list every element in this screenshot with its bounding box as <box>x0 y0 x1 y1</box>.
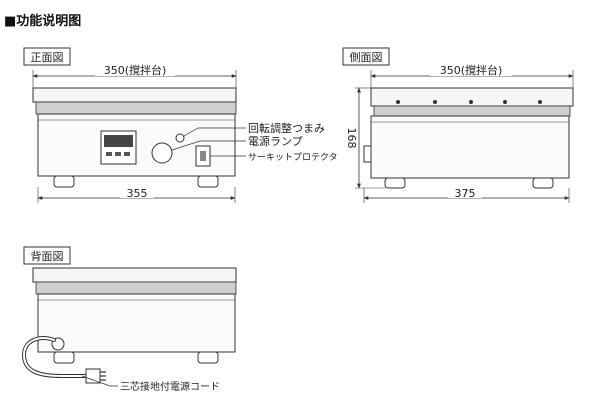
side-top-dim-bg <box>430 64 512 76</box>
side-height-dimension: 168 <box>345 128 358 149</box>
circuit-protector-switch <box>200 151 206 161</box>
callout-power-lamp: 電源ランプ <box>248 134 303 148</box>
front-panel-key-2 <box>115 152 121 156</box>
front-digital-display <box>104 135 133 147</box>
front-view: 正面図 350(撹拌台) 回転調整つまみ 電源ランプ サーキットプロテク <box>23 47 338 203</box>
side-view: 側面図 350(撹拌台) 168 375 <box>337 47 574 203</box>
side-plate-screw-3 <box>469 100 473 104</box>
back-view-label: 背面図 <box>31 249 64 263</box>
power-lamp <box>175 133 185 143</box>
front-bottom-dimension: 355 <box>127 187 148 200</box>
page-heading: ■功能说明图 <box>4 14 82 29</box>
front-stirring-plate <box>32 87 237 103</box>
side-plate-screw-1 <box>396 100 400 104</box>
side-top-dimension: 350(撹拌台) <box>440 63 503 77</box>
front-foot-right <box>197 175 219 188</box>
speed-control-knob <box>151 142 173 164</box>
side-plate-screw-2 <box>433 100 437 104</box>
side-body <box>370 115 570 179</box>
back-body <box>37 293 236 353</box>
back-stirring-plate <box>32 267 237 283</box>
power-plug <box>85 368 101 384</box>
front-panel-key-1 <box>106 152 112 156</box>
callout-leader-knob <box>183 127 246 137</box>
power-cord-fill <box>22 337 89 377</box>
side-foot-left <box>384 177 406 189</box>
back-foot-right <box>197 351 219 364</box>
back-view-label-box <box>23 246 71 265</box>
callout-circuit-protector: サーキットプロテクタ <box>248 152 338 163</box>
callout-leader-lamp <box>171 140 246 151</box>
front-view-label: 正面図 <box>31 51 64 64</box>
side-view-label-box <box>342 47 390 66</box>
front-panel-key-3 <box>124 152 130 156</box>
back-plate-underside <box>35 281 237 295</box>
callout-leader-cord <box>81 375 118 387</box>
callout-power-cord: 三芯接地付電源コード <box>120 380 220 393</box>
front-foot-left <box>53 175 75 188</box>
side-plate-underside <box>373 105 571 117</box>
front-view-label-box <box>23 47 71 66</box>
side-plate-screw-5 <box>538 100 542 104</box>
side-bottom-dimension: 375 <box>455 187 476 200</box>
side-bottom-dim-bg <box>448 186 482 198</box>
back-view: 背面図 三芯接地付電源コード <box>21 246 237 393</box>
back-foot-left <box>53 351 75 364</box>
side-height-dim-bg <box>337 120 353 156</box>
side-knob-profile <box>363 145 372 163</box>
front-top-dim-bg <box>95 64 175 76</box>
callout-speed-knob: 回転調整つまみ <box>248 121 325 135</box>
side-foot-right <box>532 177 554 189</box>
front-plate-underside <box>35 101 237 115</box>
side-plate-screw-4 <box>503 100 507 104</box>
side-view-label: 側面図 <box>350 51 383 64</box>
front-top-dimension: 350(撹拌台) <box>104 63 167 77</box>
front-bottom-dim-bg <box>120 186 154 198</box>
